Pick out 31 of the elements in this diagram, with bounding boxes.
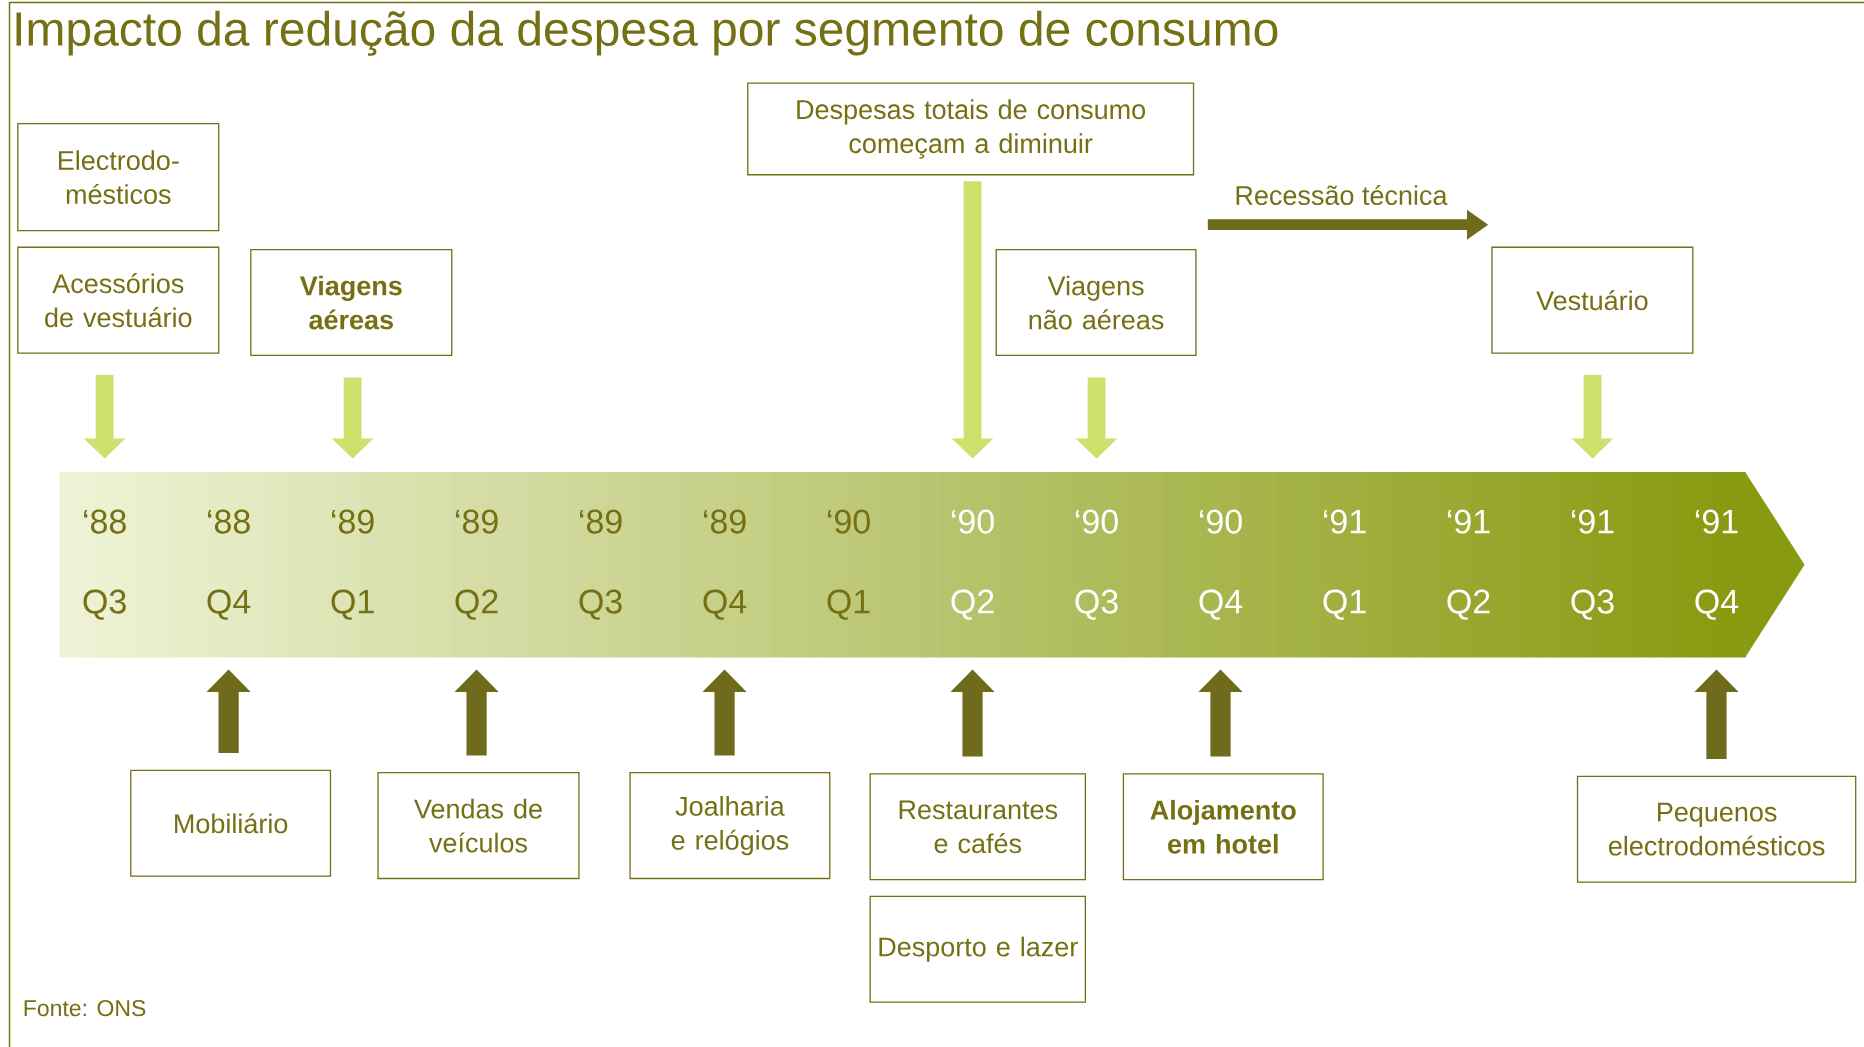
quarter-label: ‘89 Q1: [331, 509, 374, 620]
label-box: Electrodo- mésticos: [17, 122, 220, 232]
label-box: Alojamento em hotel: [1122, 773, 1324, 881]
label-box: Pequenos electrodomésticos: [1576, 775, 1857, 883]
quarter-label: ‘89 Q4: [703, 509, 747, 620]
title: Impacto da redução da despesa por segmento de consumo: [16, 10, 1278, 56]
label-box: Restaurantes e cafés: [869, 773, 1086, 881]
quarter-label: ‘91 Q3: [1571, 509, 1614, 620]
label-box: Joalharia e relógios: [629, 771, 831, 879]
label-box: Viagens não aéreas: [995, 248, 1197, 356]
quarter-label: ‘88 Q3: [83, 509, 126, 620]
quarter-label: ‘91 Q4: [1695, 509, 1739, 620]
label-box: Vendas de veículos: [377, 771, 580, 879]
quarter-label: ‘90 Q2: [951, 509, 994, 620]
source-note: Fonte: ONS: [24, 999, 146, 1017]
quarter-label: ‘91 Q1: [1323, 509, 1366, 620]
arrow-label: Recessão técnica: [1236, 184, 1448, 205]
quarter-label: ‘90 Q4: [1199, 509, 1243, 620]
label-box: Acessórios de vestuário: [17, 246, 220, 354]
quarter-label: ‘90 Q3: [1075, 509, 1118, 620]
label-box: Desporto e lazer: [869, 895, 1086, 1003]
quarter-label: ‘89 Q2: [455, 509, 498, 620]
quarter-label: ‘88 Q4: [207, 509, 251, 620]
label-box: Mobiliário: [130, 769, 332, 877]
quarter-label: ‘89 Q3: [579, 509, 622, 620]
label-box: Despesas totais de consumo começam a diminuir: [747, 82, 1195, 176]
quarter-label: ‘90 Q1: [827, 509, 870, 620]
timeline-arrow: [59, 471, 1805, 658]
label-box: Vestuário: [1491, 246, 1694, 354]
label-box: Viagens aéreas: [250, 248, 453, 356]
quarter-label: ‘91 Q2: [1447, 509, 1490, 620]
